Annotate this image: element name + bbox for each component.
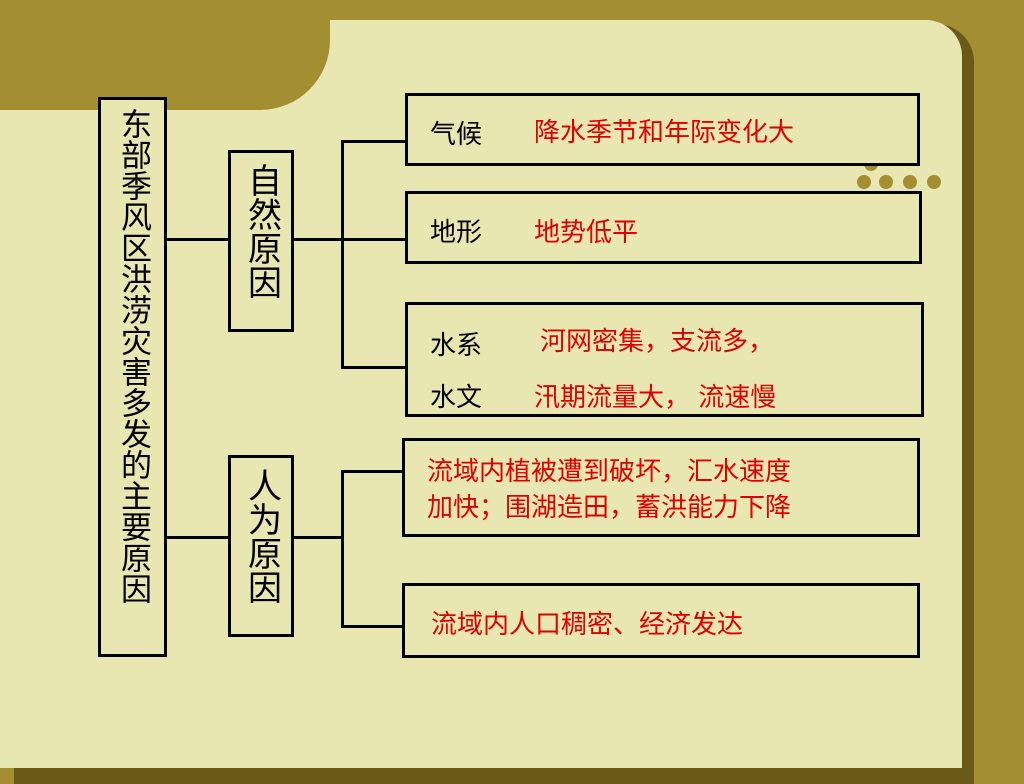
terrain-label: 地形	[430, 218, 483, 248]
human-cause-box-2: 流域内人口稠密、经济发达	[402, 583, 920, 658]
root-text: 东部季风区洪涝灾害多发的主要原因	[115, 108, 151, 604]
natural-causes-box: 自然原因	[228, 150, 294, 332]
climate-detail: 降水季节和年际变化大	[534, 118, 795, 148]
top-left-corner-shape	[0, 0, 330, 110]
climate-box: 气候 降水季节和年际变化大	[405, 93, 920, 166]
human-cause-box-1: 流域内植被遭到破坏，汇水速度 加快；围湖造田，蓄洪能力下降	[402, 438, 920, 537]
hydrology-detail: 汛期流量大， 流速慢	[534, 383, 777, 413]
natural-causes-text: 自然原因	[241, 163, 282, 299]
root-box: 东部季风区洪涝灾害多发的主要原因	[98, 97, 167, 657]
terrain-box: 地形 地势低平	[405, 191, 922, 264]
human-causes-box: 人为原因	[228, 455, 294, 637]
water-box: 水系 河网密集，支流多， 水文 汛期流量大， 流速慢	[405, 302, 924, 417]
hydrology-label: 水文	[430, 383, 483, 413]
human-cause-1-line2: 加快；围湖造田，蓄洪能力下降	[427, 493, 792, 523]
water-system-detail: 河网密集，支流多，	[540, 327, 775, 357]
human-causes-text: 人为原因	[241, 468, 282, 604]
water-system-label: 水系	[430, 331, 483, 361]
human-cause-1-line1: 流域内植被遭到破坏，汇水速度	[427, 457, 792, 487]
terrain-detail: 地势低平	[534, 218, 639, 248]
climate-label: 气候	[430, 120, 483, 150]
human-cause-2-text: 流域内人口稠密、经济发达	[431, 610, 744, 640]
